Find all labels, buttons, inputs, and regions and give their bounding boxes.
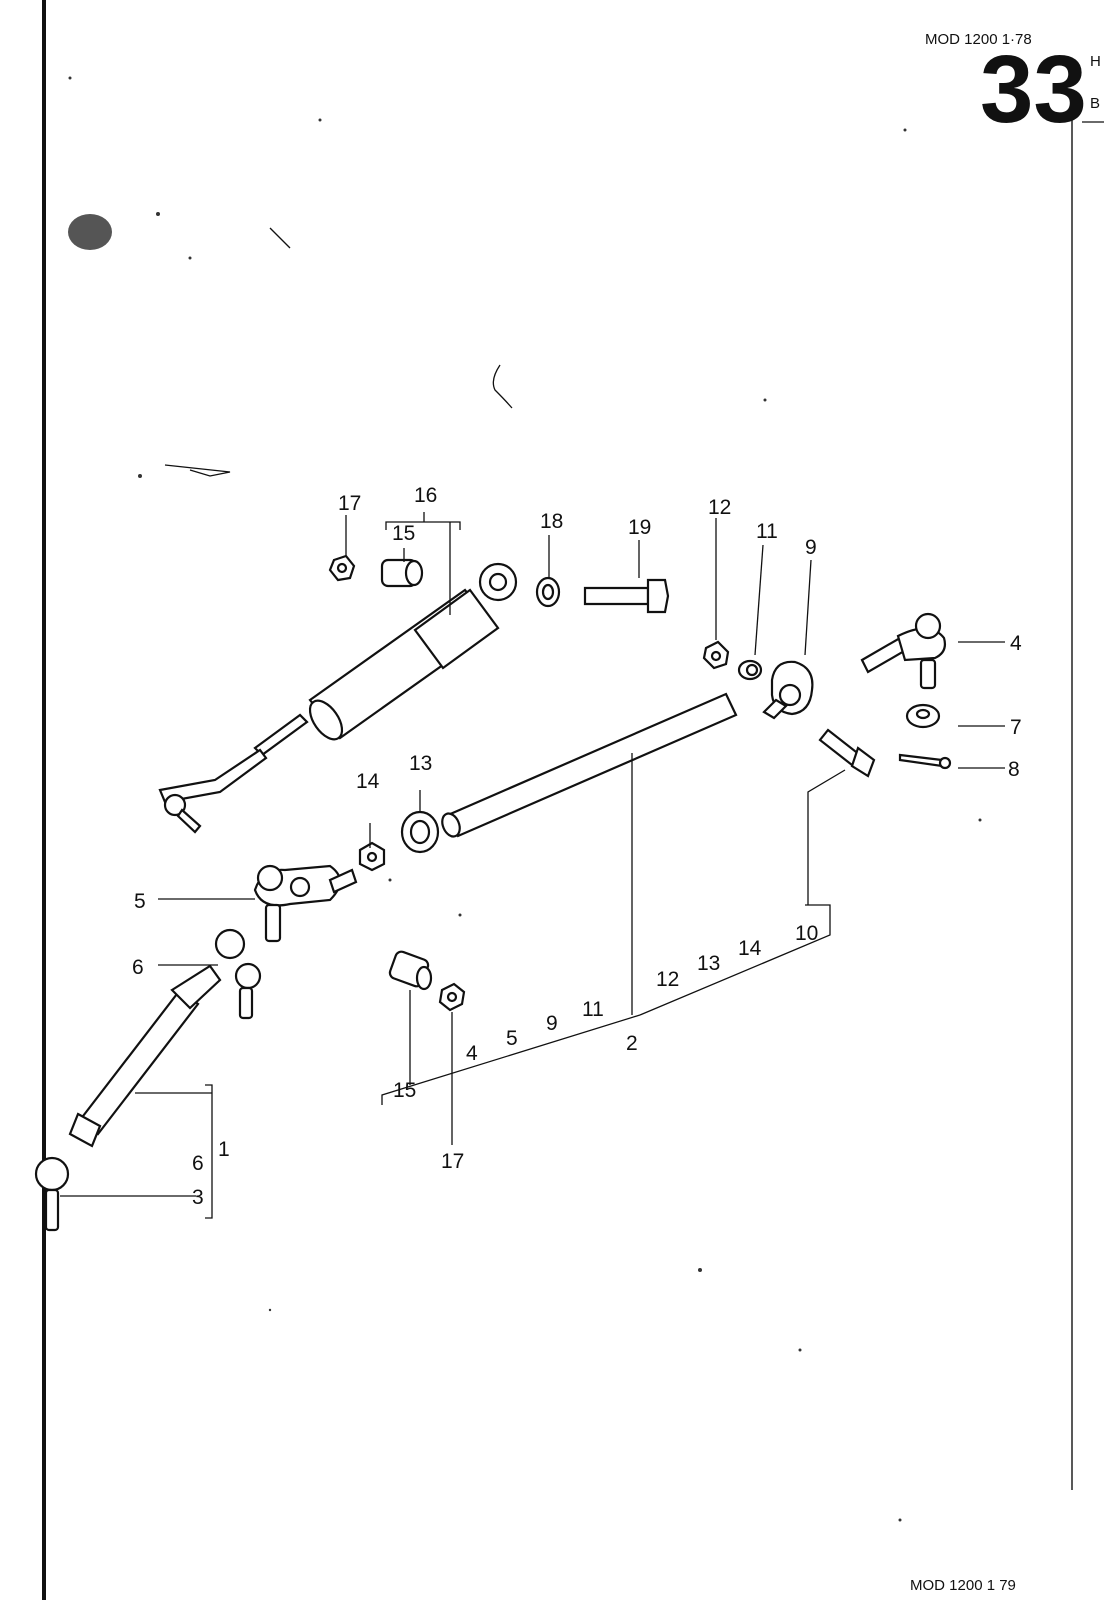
nut-right bbox=[702, 640, 730, 670]
kit-label-14: 14 bbox=[738, 937, 762, 960]
callout-15-lower: 15 bbox=[393, 1079, 416, 1102]
bushing-lower bbox=[388, 950, 433, 991]
tie-rod-left bbox=[34, 928, 262, 1232]
kit-label-4: 4 bbox=[466, 1042, 478, 1065]
tie-rod-tube bbox=[441, 692, 738, 838]
sleeve bbox=[400, 810, 440, 854]
callout-17-top: 17 bbox=[338, 492, 361, 515]
callout-6: 6 bbox=[132, 956, 144, 979]
model-footer: MOD 1200 1 79 bbox=[910, 1577, 1016, 1594]
steering-damper bbox=[158, 562, 518, 834]
callout-labels: 17 16 15 18 19 12 11 9 4 7 8 13 14 5 6 1… bbox=[132, 484, 1022, 1209]
kit-labels: 4 5 9 11 12 13 14 6 bbox=[192, 937, 762, 1175]
callout-9: 9 bbox=[805, 536, 817, 559]
callout-10: 10 bbox=[795, 922, 818, 945]
callout-15-top: 15 bbox=[392, 522, 415, 545]
clamp-ring bbox=[737, 659, 763, 681]
model-header: MOD 1200 1·78 bbox=[925, 31, 1032, 48]
callout-18: 18 bbox=[540, 510, 563, 533]
page-number: 33 bbox=[980, 36, 1087, 143]
nut-lower bbox=[438, 982, 466, 1012]
callout-13: 13 bbox=[409, 752, 432, 775]
kit-label-12: 12 bbox=[656, 968, 679, 991]
kit-label-6: 6 bbox=[192, 1152, 204, 1175]
cotter-pin bbox=[898, 753, 952, 770]
scan-scratch bbox=[269, 227, 291, 249]
tie-rod-end-right bbox=[860, 612, 947, 690]
callout-7: 7 bbox=[1010, 716, 1022, 739]
edge-mark-middle: B bbox=[1090, 95, 1100, 112]
leader-lines bbox=[60, 512, 1005, 1219]
callout-16: 16 bbox=[414, 484, 437, 507]
nut-middle bbox=[358, 841, 386, 872]
callout-8: 8 bbox=[1008, 758, 1020, 781]
scan-scratch bbox=[492, 364, 513, 409]
tie-rod-end-inner bbox=[253, 864, 358, 943]
bolt-top bbox=[583, 578, 670, 614]
callout-2: 2 bbox=[626, 1032, 638, 1055]
kit-label-13: 13 bbox=[697, 952, 720, 975]
scan-speckles bbox=[68, 76, 982, 1522]
bolt-right bbox=[818, 728, 876, 778]
callout-3: 3 bbox=[192, 1186, 204, 1209]
callout-17-lower: 17 bbox=[441, 1150, 464, 1173]
callout-1: 1 bbox=[218, 1138, 230, 1161]
edge-mark-top: H bbox=[1090, 53, 1101, 70]
callout-11: 11 bbox=[756, 520, 778, 543]
washer bbox=[535, 576, 561, 608]
callout-19: 19 bbox=[628, 516, 651, 539]
callout-12: 12 bbox=[708, 496, 731, 519]
bushing-top bbox=[380, 558, 424, 588]
scan-scratch bbox=[164, 464, 231, 477]
callout-4: 4 bbox=[1010, 632, 1022, 655]
kit-label-5: 5 bbox=[506, 1027, 518, 1050]
clamp bbox=[762, 660, 814, 720]
kit-label-9: 9 bbox=[546, 1012, 558, 1035]
nut-top bbox=[328, 554, 356, 582]
callout-14: 14 bbox=[356, 770, 380, 793]
callout-5: 5 bbox=[134, 890, 146, 913]
castle-nut bbox=[905, 703, 941, 729]
kit-label-11: 11 bbox=[582, 998, 604, 1021]
